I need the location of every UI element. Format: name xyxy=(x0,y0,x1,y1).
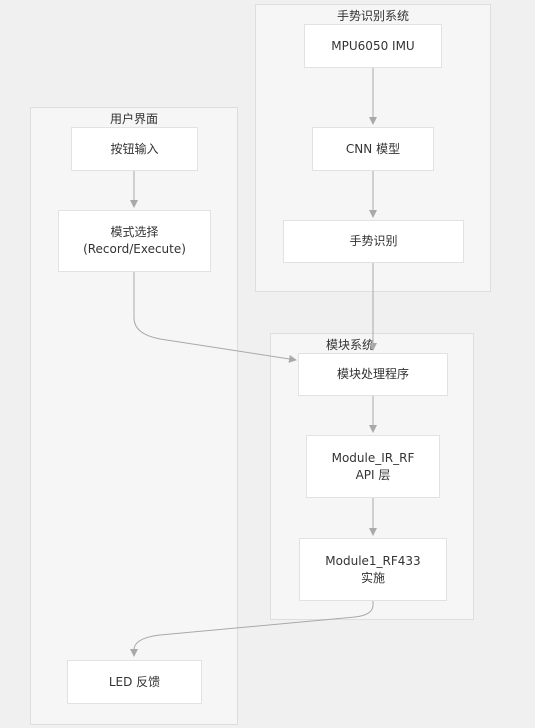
node-module-api-line1: Module_IR_RF xyxy=(331,450,415,465)
node-module-handler: 模块处理程序 xyxy=(298,353,448,396)
node-module-api: Module_IR_RF API 层 xyxy=(306,435,440,498)
node-mpu6050: MPU6050 IMU xyxy=(304,24,442,68)
cluster-title-user-interface: 用户界面 xyxy=(109,112,158,126)
cluster-user-interface: 用户界面 xyxy=(30,107,238,725)
node-mode-select-line2: (Record/Execute) xyxy=(83,242,186,256)
node-module-api-line2: API 层 xyxy=(355,467,391,482)
node-gesture-recognition-label: 手势识别 xyxy=(349,234,398,248)
node-led-feedback: LED 反馈 xyxy=(67,660,202,704)
node-mode-select-line1: 模式选择 xyxy=(110,225,159,239)
node-mode-select: 模式选择 (Record/Execute) xyxy=(58,210,211,272)
node-button-input: 按钮输入 xyxy=(71,127,198,171)
node-cnn-model: CNN 模型 xyxy=(312,127,434,171)
node-module1-rf433-line2: 实施 xyxy=(360,570,385,585)
node-led-feedback-label: LED 反馈 xyxy=(108,674,161,689)
node-module1-rf433: Module1_RF433 实施 xyxy=(299,538,447,601)
node-cnn-model-label: CNN 模型 xyxy=(345,141,401,156)
node-gesture-recognition: 手势识别 xyxy=(283,220,464,263)
cluster-title-gesture-system: 手势识别系统 xyxy=(336,9,409,23)
node-module-handler-label: 模块处理程序 xyxy=(336,367,409,381)
cluster-title-module-system: 模块系统 xyxy=(326,338,375,352)
node-mpu6050-label: MPU6050 IMU xyxy=(331,38,415,53)
node-module1-rf433-line1: Module1_RF433 xyxy=(325,553,421,568)
node-button-input-label: 按钮输入 xyxy=(110,141,159,156)
